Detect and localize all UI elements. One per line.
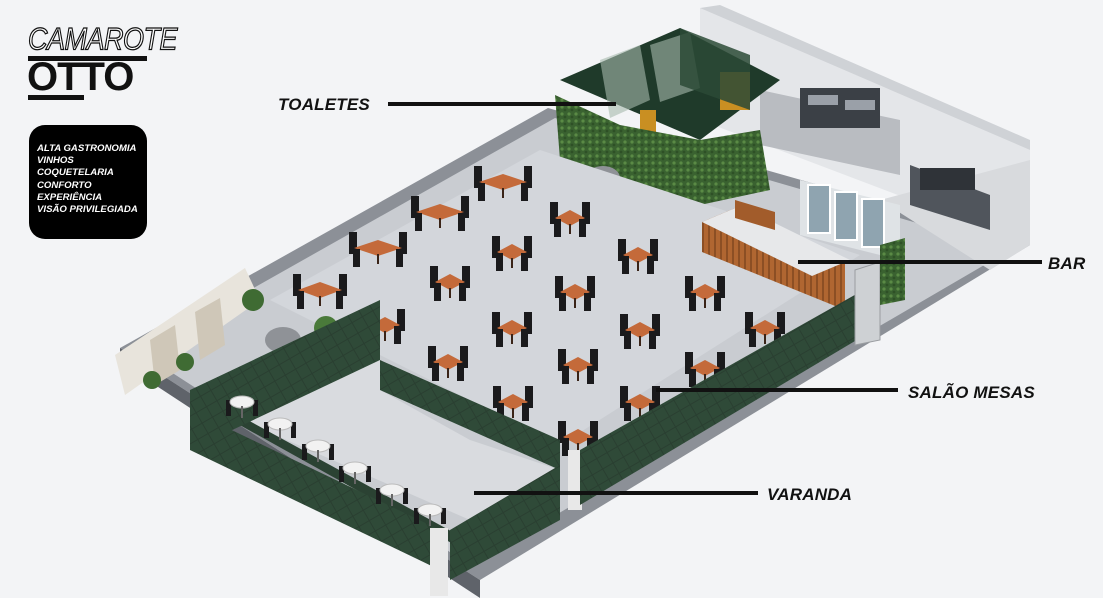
feature-item: VISÃO PRIVILEGIADA [37,204,138,216]
veranda-table [376,483,408,506]
dining-table [293,274,347,309]
dining-tables [293,166,785,456]
veranda-table [226,395,258,418]
dining-table [493,386,533,421]
dining-table [474,166,532,201]
salao-mesas-leader [656,388,898,392]
brand-wordmark-top: CAMAROTE [27,21,178,57]
logo-rule-top [28,56,147,61]
dining-table [558,349,598,384]
dining-table [550,202,590,237]
dining-table [492,312,532,347]
logo-word: OTTO [27,55,134,99]
callout-varanda: VARANDA [767,485,853,504]
bar-leader [798,260,1042,264]
dining-table [492,236,532,271]
hall-side-wall [580,238,905,505]
features-list: ALTA GASTRONOMIA VINHOS COQUETELARIA CON… [29,125,147,239]
dining-table [620,314,660,349]
dining-table [430,266,470,301]
feature-item: EXPERIÊNCIA [37,191,103,203]
callout-bar: BAR [1048,254,1086,273]
dining-table [745,312,785,347]
callout-lines [388,102,1042,495]
veranda [190,300,582,596]
feature-item: VINHOS [37,155,74,167]
callout-toaletes: TOALETES [278,95,370,114]
dining-table [555,276,595,311]
veranda-table [339,461,371,484]
varanda-leader [474,491,758,495]
callout-salao-mesas: SALÃO MESAS [908,383,1035,402]
feature-item: ALTA GASTRONOMIA [37,143,137,154]
dining-table [428,346,468,381]
feature-item: COQUETELARIA [37,167,114,179]
brand-logo: CAMAROTE OTTO [27,21,178,100]
bar-counter [702,200,850,310]
dining-table [685,276,725,311]
feature-item: CONFORTO [37,179,92,191]
brand-wordmark-main: OTTO [27,55,150,100]
dining-table [618,239,658,274]
veranda-table [302,439,334,462]
dining-table [349,232,407,267]
kitchen-area [760,88,990,260]
dining-table [411,196,469,231]
logo-rule-bottom [28,95,84,100]
veranda-table [414,503,446,526]
veranda-table [264,417,296,440]
toaletes-leader [388,102,616,106]
